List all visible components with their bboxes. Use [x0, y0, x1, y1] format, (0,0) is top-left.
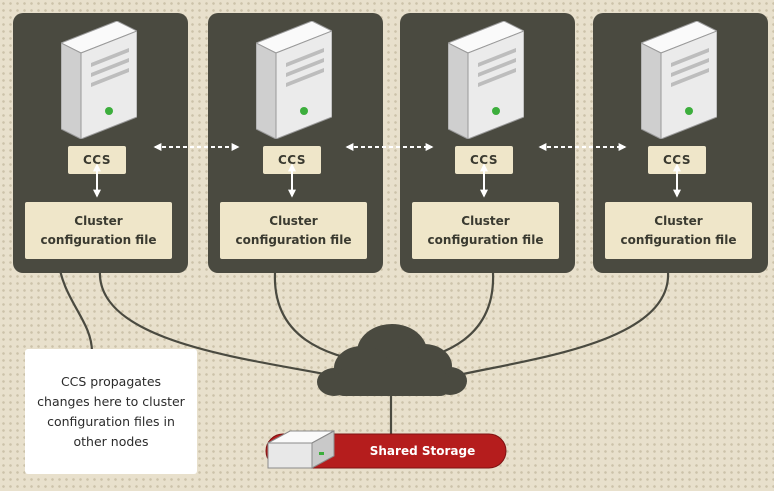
config-file-box: Cluster configuration file: [220, 202, 367, 259]
server-tower-icon: [448, 21, 524, 139]
ccs-label: CCS: [83, 153, 111, 167]
storage-disk-icon: [267, 430, 335, 469]
config-file-box: Cluster configuration file: [605, 202, 752, 259]
config-file-label: Cluster configuration file: [40, 213, 157, 247]
node-4-link: [444, 271, 670, 380]
config-file-label: Cluster configuration file: [427, 213, 544, 247]
callout-text: CCS propagates changes here to cluster c…: [37, 373, 185, 449]
cluster-node: CCS Cluster configuration file: [13, 13, 188, 273]
ccs-box: CCS: [648, 146, 706, 174]
ccs-box: CCS: [68, 146, 126, 174]
ccs-box: CCS: [263, 146, 321, 174]
cluster-node: CCS Cluster configuration file: [400, 13, 575, 273]
ccs-label: CCS: [278, 153, 306, 167]
config-file-box: Cluster configuration file: [412, 202, 559, 259]
cluster-node: CCS Cluster configuration file: [593, 13, 768, 273]
callout-note: CCS propagates changes here to cluster c…: [25, 349, 197, 474]
ccs-box: CCS: [455, 146, 513, 174]
config-file-label: Cluster configuration file: [235, 213, 352, 247]
server-tower-icon: [61, 21, 137, 139]
ccs-label: CCS: [663, 153, 691, 167]
config-file-box: Cluster configuration file: [25, 202, 172, 259]
network-cloud-icon: [317, 324, 467, 396]
ccs-label: CCS: [470, 153, 498, 167]
server-tower-icon: [256, 21, 332, 139]
node-1-link: [98, 269, 346, 380]
shared-storage-label: Shared Storage: [369, 444, 476, 458]
cluster-node: CCS Cluster configuration file: [208, 13, 383, 273]
config-file-label: Cluster configuration file: [620, 213, 737, 247]
server-tower-icon: [641, 21, 717, 139]
